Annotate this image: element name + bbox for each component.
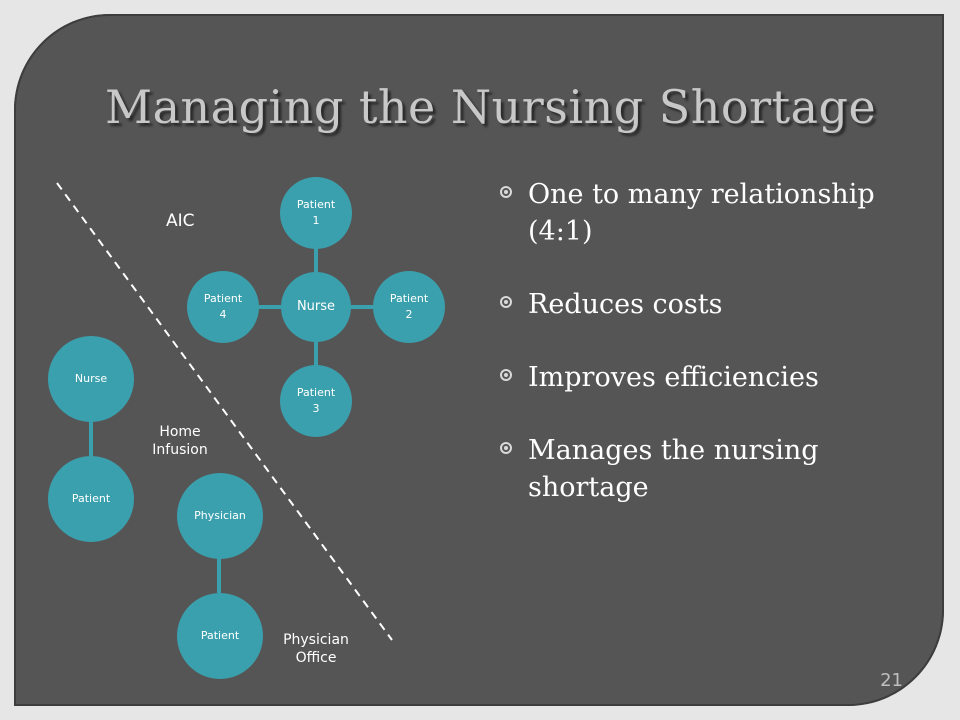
- bullet-marker-icon: [500, 186, 512, 198]
- patient-2-node: Patient 2: [373, 271, 445, 343]
- office-patient-node: Patient: [177, 593, 263, 679]
- patient-4-node: Patient 4: [187, 271, 259, 343]
- home-nurse-node: Nurse: [48, 336, 134, 422]
- bullet-item: Manages the nursing shortage: [500, 432, 920, 506]
- bullet-list: One to many relationship (4:1) Reduces c…: [500, 176, 920, 542]
- page-number: 21: [880, 670, 903, 691]
- physician-node: Physician: [177, 473, 263, 559]
- physician-office-label: Physician Office: [283, 632, 349, 666]
- patient-1-node: Patient 1: [280, 177, 352, 249]
- bullet-marker-icon: [500, 369, 512, 381]
- home-patient-node: Patient: [48, 456, 134, 542]
- slide-title: Managing the Nursing Shortage: [105, 80, 877, 134]
- bullet-item: Improves efficiencies: [500, 359, 920, 396]
- bullet-marker-icon: [500, 296, 512, 308]
- home-infusion-label: Home Infusion: [152, 424, 208, 458]
- slide-frame: [14, 14, 944, 706]
- bullet-item: Reduces costs: [500, 286, 920, 323]
- nurse-center-node: Nurse: [281, 272, 351, 342]
- patient-3-node: Patient 3: [280, 365, 352, 437]
- divider-dashed-line: [56, 182, 393, 641]
- bullet-item: One to many relationship (4:1): [500, 176, 920, 250]
- aic-label: AIC: [166, 211, 195, 231]
- bullet-marker-icon: [500, 442, 512, 454]
